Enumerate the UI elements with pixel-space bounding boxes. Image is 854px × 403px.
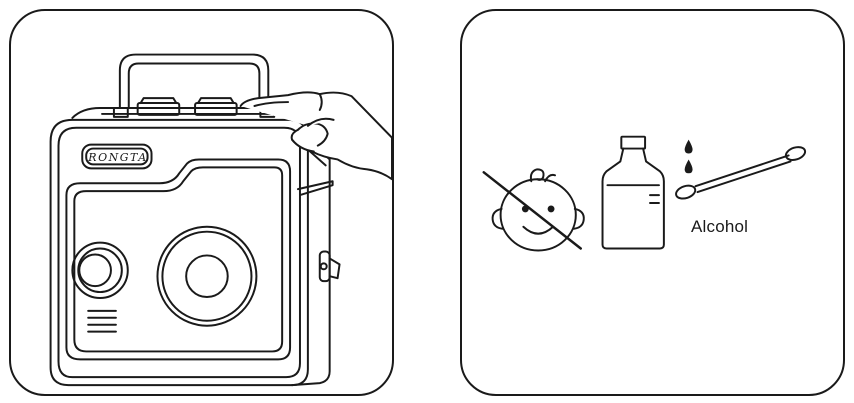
carry-handle xyxy=(118,53,270,108)
left-dial xyxy=(71,241,129,299)
bottle-icon xyxy=(601,135,665,250)
speaker-vents xyxy=(87,309,117,333)
device-handle-diagram xyxy=(49,53,392,387)
device-illustration-panel: RONGTA xyxy=(9,9,394,396)
cotton-swab-icon xyxy=(675,146,807,200)
speaker-cone xyxy=(156,225,258,327)
brand-logo-text: RONGTA xyxy=(88,151,148,164)
cleaning-icons xyxy=(482,135,807,252)
no-baby-icon xyxy=(482,168,585,252)
alcohol-label: Alcohol xyxy=(691,217,749,236)
brand-badge xyxy=(81,143,153,170)
hand-icon xyxy=(239,91,392,181)
drop-icon xyxy=(684,139,693,174)
cleaning-instructions-panel: Alcohol xyxy=(460,9,845,396)
front-panel xyxy=(65,158,292,361)
